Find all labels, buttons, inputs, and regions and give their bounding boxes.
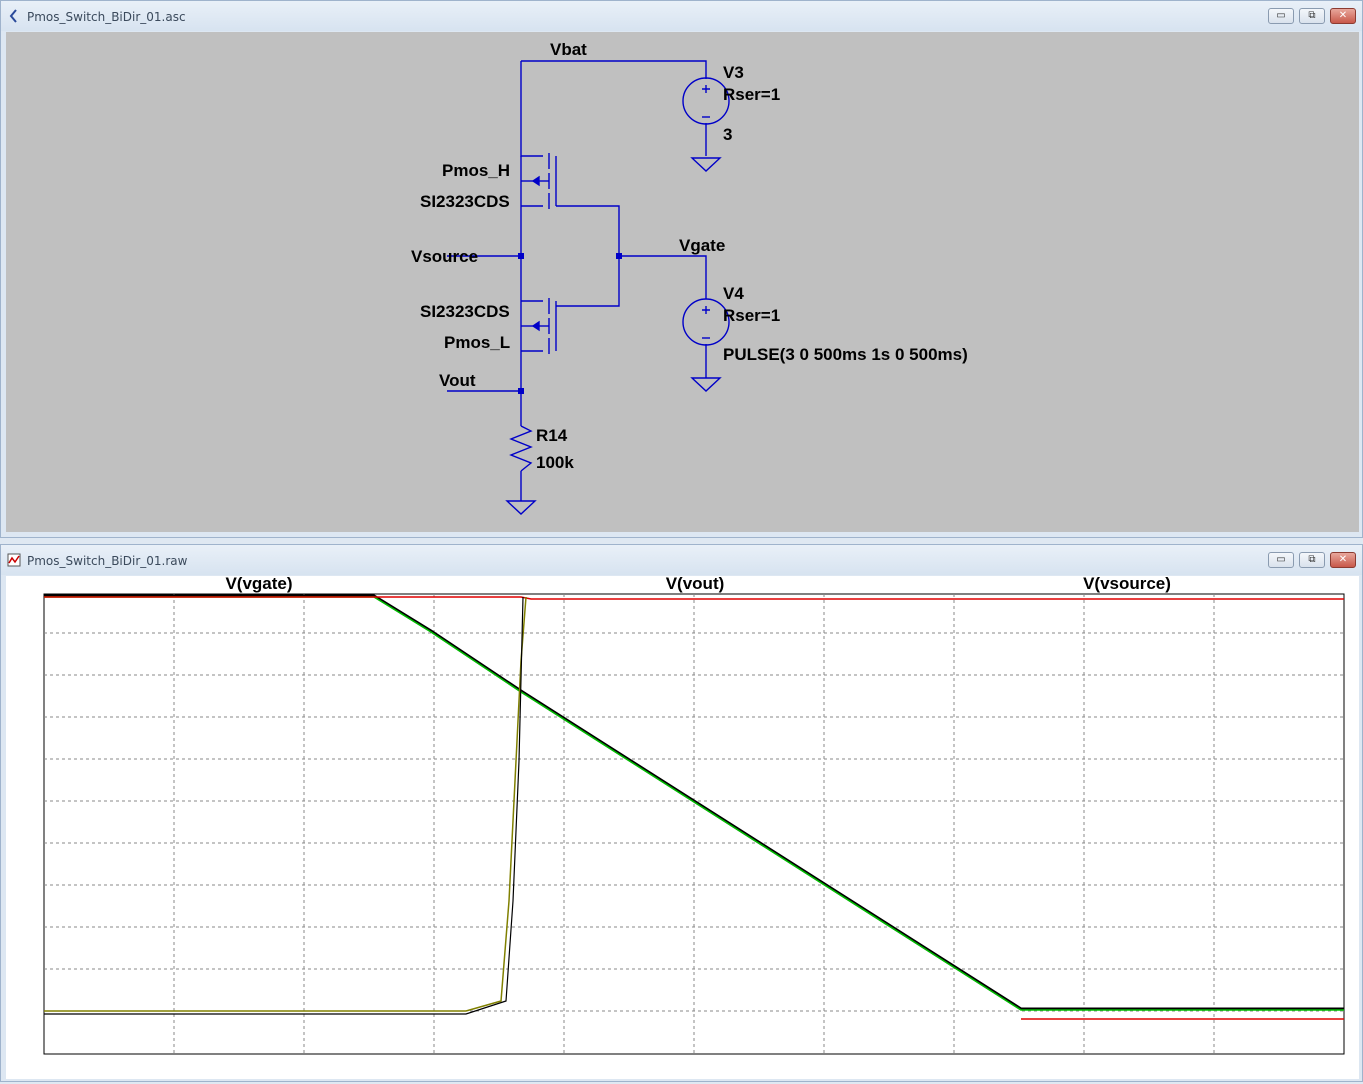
- pmos-l-symbol[interactable]: [521, 298, 557, 354]
- r14-value-label: 100k: [536, 453, 574, 472]
- waveform-titlebar[interactable]: Pmos_Switch_BiDir_01.raw ▭ ⧉ ✕: [1, 545, 1362, 575]
- trace-vout: [44, 596, 527, 1012]
- plot-pane[interactable]: V(vgate) V(vout) V(vsource): [6, 574, 1359, 1079]
- waveform-window-title: Pmos_Switch_BiDir_01.raw: [27, 554, 188, 568]
- schematic-window: Pmos_Switch_BiDir_01.asc ▭ ⧉ ✕: [0, 0, 1363, 538]
- waveform-file-icon: [7, 553, 21, 567]
- minimize-button[interactable]: ▭: [1268, 8, 1294, 24]
- plot-grid: [44, 594, 1344, 1054]
- v4-value-label: PULSE(3 0 500ms 1s 0 500ms): [723, 345, 968, 364]
- traces: [44, 594, 1344, 1020]
- schematic-window-title: Pmos_Switch_BiDir_01.asc: [27, 10, 186, 24]
- vgate-net-label: Vgate: [679, 236, 725, 255]
- wires: [447, 60, 707, 501]
- r14-label: R14: [536, 426, 568, 445]
- pmos-l-label: Pmos_L: [444, 333, 510, 352]
- waveform-plot[interactable]: V(vgate) V(vout) V(vsource): [6, 574, 1359, 1079]
- minimize-button[interactable]: ▭: [1268, 552, 1294, 568]
- junctions: [518, 253, 622, 394]
- r14-resistor-symbol[interactable]: [505, 425, 537, 515]
- close-button[interactable]: ✕: [1330, 552, 1356, 568]
- vout-net-label: Vout: [439, 371, 476, 390]
- v4-label: V4: [723, 284, 744, 303]
- restore-button[interactable]: ⧉: [1299, 8, 1325, 24]
- v4-source-symbol[interactable]: [682, 298, 730, 392]
- trace-outline: [44, 594, 1344, 1011]
- vbat-net-label: Vbat: [550, 40, 587, 59]
- v3-value-label: 3: [723, 125, 732, 144]
- schematic-drawing[interactable]: Vbat V3 Rser=1 3 Pmos_H SI2323CDS Vsourc…: [6, 32, 1359, 532]
- v4-rser-label: Rser=1: [723, 306, 780, 325]
- trace-label-vsource[interactable]: V(vsource): [1083, 574, 1171, 593]
- waveform-window: Pmos_Switch_BiDir_01.raw ▭ ⧉ ✕ V(vgate) …: [0, 544, 1363, 1082]
- restore-button[interactable]: ⧉: [1299, 552, 1325, 568]
- v3-label: V3: [723, 63, 744, 82]
- trace-label-vout[interactable]: V(vout): [666, 574, 725, 593]
- trace-label-vgate[interactable]: V(vgate): [225, 574, 292, 593]
- vsource-net-label: Vsource: [411, 247, 478, 266]
- schematic-file-icon: [9, 9, 17, 23]
- pmos-h-label: Pmos_H: [442, 161, 510, 180]
- schematic-canvas[interactable]: Vbat V3 Rser=1 3 Pmos_H SI2323CDS Vsourc…: [6, 32, 1359, 532]
- v3-rser-label: Rser=1: [723, 85, 780, 104]
- pmos-h-symbol[interactable]: [521, 153, 557, 209]
- trace-vsource-high: [44, 596, 1344, 600]
- schematic-titlebar[interactable]: Pmos_Switch_BiDir_01.asc ▭ ⧉ ✕: [1, 1, 1362, 31]
- close-button[interactable]: ✕: [1330, 8, 1356, 24]
- trace-legend: V(vgate) V(vout) V(vsource): [225, 574, 1171, 593]
- pmos-l-model-label: SI2323CDS: [420, 302, 510, 321]
- pmos-h-model-label: SI2323CDS: [420, 192, 510, 211]
- trace-vout-shadow: [44, 596, 524, 1015]
- v3-source-symbol[interactable]: [682, 77, 730, 172]
